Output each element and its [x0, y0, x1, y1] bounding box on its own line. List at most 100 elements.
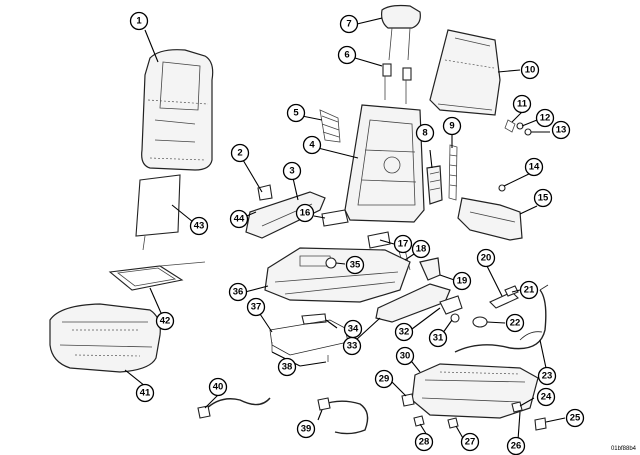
callout-43: 43 — [189, 216, 209, 236]
callout-30-label: 30 — [400, 351, 411, 362]
callout-35-label: 35 — [350, 260, 361, 271]
callout-25-label: 25 — [570, 413, 581, 424]
callout-35: 35 — [345, 255, 365, 275]
callout-18-label: 18 — [416, 244, 427, 255]
seat-back-rear-panel — [429, 29, 501, 116]
callout-33-label: 33 — [347, 341, 358, 352]
callout-19: 19 — [452, 271, 472, 291]
side-airbag — [426, 144, 458, 205]
callout-2-label: 2 — [237, 148, 242, 159]
recliner-brackets — [321, 209, 411, 271]
back-panel — [135, 174, 181, 251]
callout-10: 10 — [520, 60, 540, 80]
seat-cushion-cover — [49, 303, 161, 373]
callout-22: 22 — [505, 313, 525, 333]
seat-wire-harness — [454, 284, 549, 353]
switch-bezel — [472, 285, 519, 328]
callout-36: 36 — [228, 282, 248, 302]
callout-42-label: 42 — [160, 316, 171, 327]
callout-40: 40 — [208, 377, 228, 397]
callout-3-label: 3 — [289, 166, 294, 177]
callout-41: 41 — [135, 383, 155, 403]
callout-21: 21 — [519, 280, 539, 300]
callout-40-label: 40 — [213, 382, 224, 393]
callout-34: 34 — [343, 319, 363, 339]
callout-5: 5 — [286, 103, 306, 123]
callout-23: 23 — [537, 366, 557, 386]
callout-32-label: 32 — [399, 327, 410, 338]
callout-3: 3 — [282, 161, 302, 181]
callout-21-label: 21 — [524, 285, 535, 296]
callout-2: 2 — [230, 143, 250, 163]
callout-37-label: 37 — [251, 302, 262, 313]
seat-back-frame — [344, 104, 425, 223]
seat-back-cover — [141, 49, 214, 171]
headrest — [381, 4, 421, 104]
callout-30: 30 — [395, 346, 415, 366]
callout-20: 20 — [476, 248, 496, 268]
callout-29: 29 — [374, 369, 394, 389]
callout-19-label: 19 — [457, 276, 468, 287]
callout-13: 13 — [551, 120, 571, 140]
lumbar-spring — [319, 109, 341, 143]
callout-42: 42 — [155, 311, 175, 331]
callout-36-label: 36 — [233, 287, 244, 298]
callout-33: 33 — [342, 336, 362, 356]
callout-27: 27 — [460, 432, 480, 452]
callout-14: 14 — [524, 157, 544, 177]
callout-28-label: 28 — [419, 437, 430, 448]
callout-31: 31 — [428, 328, 448, 348]
jumper-harnesses — [197, 397, 369, 435]
callout-39-label: 39 — [301, 424, 312, 435]
cushion-pad — [108, 261, 206, 291]
callout-12: 12 — [535, 108, 555, 128]
callout-16-label: 16 — [300, 208, 311, 219]
callout-15-label: 15 — [538, 193, 549, 204]
callout-6: 6 — [337, 45, 357, 65]
callout-13-label: 13 — [556, 125, 567, 136]
callout-17: 17 — [393, 234, 413, 254]
callout-9: 9 — [442, 116, 462, 136]
callout-11-label: 11 — [517, 99, 528, 110]
callout-31-label: 31 — [433, 333, 444, 344]
callout-10-label: 10 — [525, 65, 536, 76]
callout-25: 25 — [565, 408, 585, 428]
callout-37: 37 — [246, 297, 266, 317]
callout-20-label: 20 — [481, 253, 492, 264]
fasteners-11-13 — [504, 119, 532, 136]
callout-28: 28 — [414, 432, 434, 452]
callout-29-label: 29 — [379, 374, 390, 385]
callout-7: 7 — [339, 14, 359, 34]
callout-17-label: 17 — [398, 239, 409, 250]
callout-11: 11 — [512, 94, 532, 114]
callout-8: 8 — [415, 123, 435, 143]
callout-1: 1 — [129, 11, 149, 31]
callout-8-label: 8 — [422, 128, 427, 139]
callout-27-label: 27 — [465, 437, 476, 448]
callout-24-label: 24 — [541, 392, 552, 403]
callout-4-label: 4 — [309, 140, 315, 151]
callout-44-label: 44 — [234, 214, 245, 225]
callout-6-label: 6 — [344, 50, 349, 61]
callout-26-label: 26 — [511, 441, 522, 452]
figure-code: 01bf88b4 — [611, 446, 637, 452]
cushion-pan — [401, 363, 547, 431]
callout-23-label: 23 — [542, 371, 553, 382]
callout-12-label: 12 — [540, 113, 551, 124]
callout-44: 44 — [229, 209, 249, 229]
callout-26: 26 — [506, 436, 526, 455]
callout-1-label: 1 — [136, 16, 142, 27]
callout-38: 38 — [277, 357, 297, 377]
callout-18: 18 — [411, 239, 431, 259]
callout-9-label: 9 — [449, 121, 454, 132]
lower-frame-wire — [269, 319, 349, 362]
callout-38-label: 38 — [282, 362, 293, 373]
callout-15: 15 — [533, 188, 553, 208]
callout-43-label: 43 — [194, 221, 205, 232]
callout-24: 24 — [536, 387, 556, 407]
callout-4: 4 — [302, 135, 322, 155]
callout-7-label: 7 — [346, 19, 351, 30]
outboard-trim — [375, 257, 463, 323]
callout-34-label: 34 — [348, 324, 359, 335]
